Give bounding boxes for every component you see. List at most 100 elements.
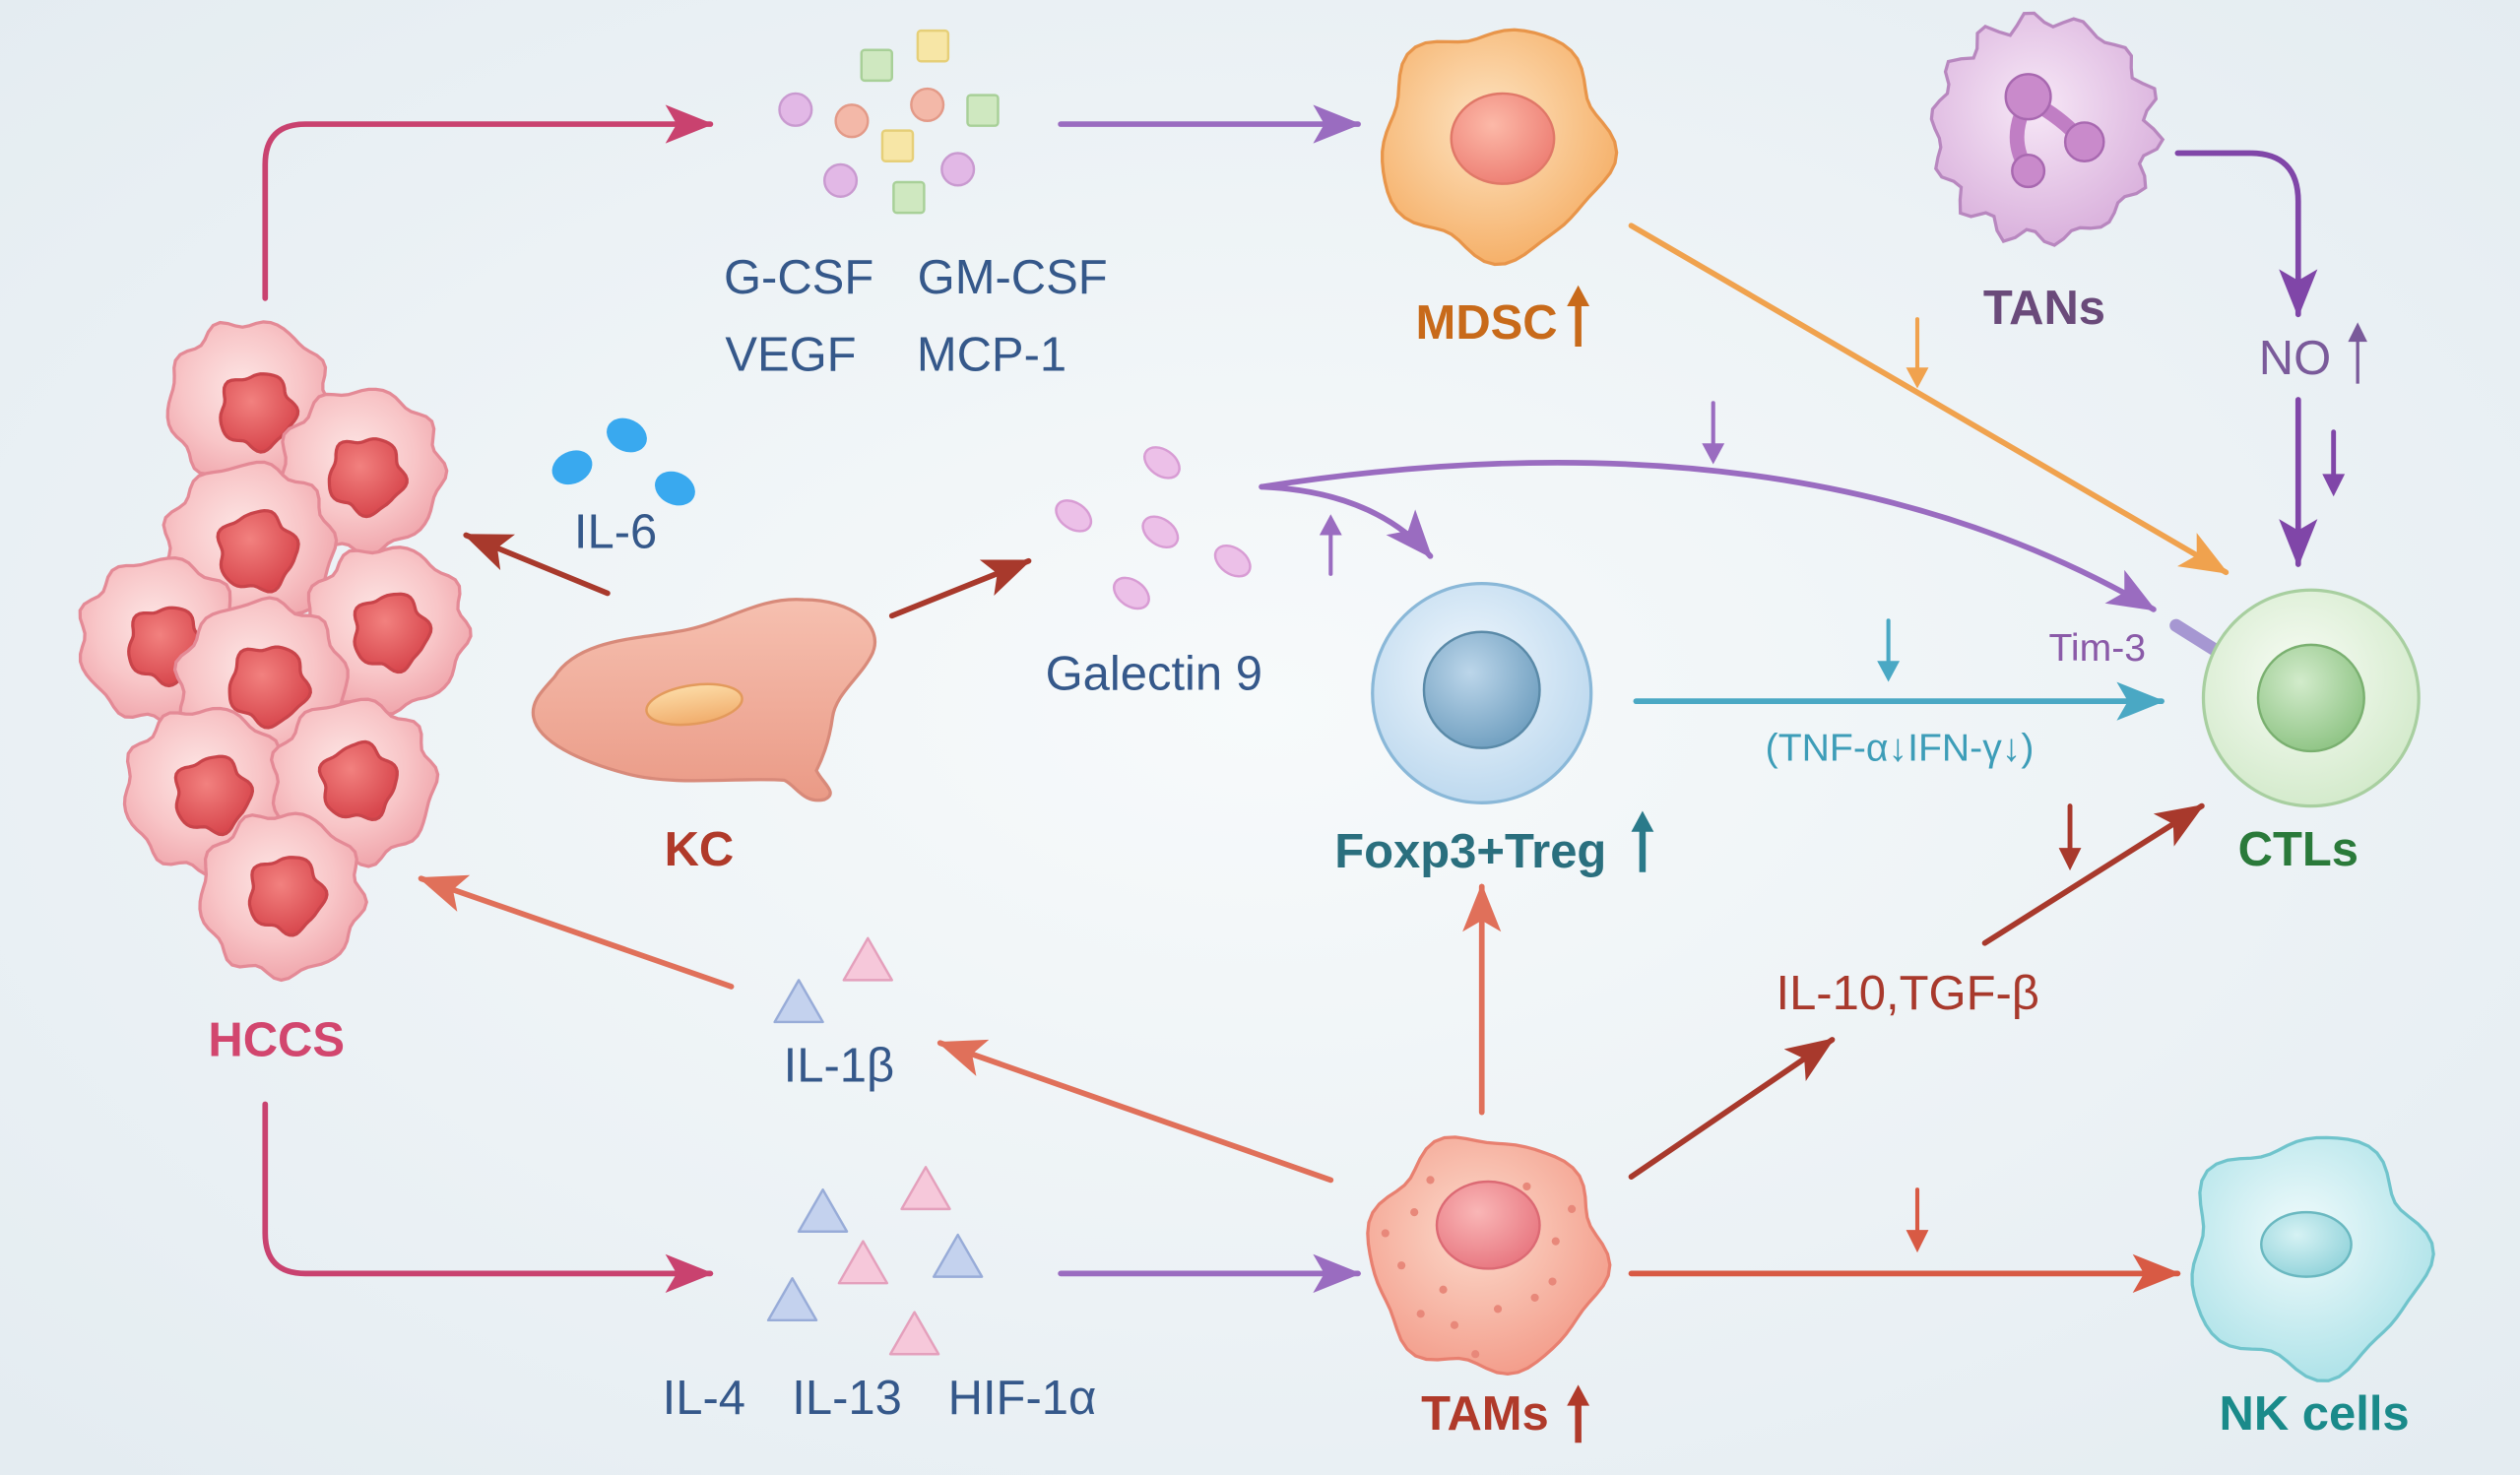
galectin9-particles <box>1055 446 1252 610</box>
il1b-particles <box>773 936 893 1024</box>
up-arrow-icon <box>2348 322 2367 384</box>
tim3-label: Tim-3 <box>2048 626 2146 670</box>
cytokine-triangle-pink <box>837 1240 889 1285</box>
treg-label: Foxp3+Treg <box>1334 825 1606 878</box>
tans-cell <box>1929 11 2165 247</box>
il1b-label: IL-1β <box>784 1039 894 1092</box>
trend-indicators <box>1319 317 2346 1253</box>
hif1a-label: HIF-1α <box>948 1372 1097 1425</box>
tams-cell-nucleus <box>1435 1180 1541 1270</box>
cytokine-square-yellow <box>916 29 950 63</box>
hcc-cell-nucleus <box>173 754 255 837</box>
il10-tgfb-label: IL-10,TGF-β <box>1776 967 2038 1020</box>
cytokine-circle-salmon <box>910 87 945 123</box>
arrow-mdsc-to-ctls <box>1628 223 2229 576</box>
hcc-cell-nucleus <box>216 509 300 594</box>
arrow-tans-to-no <box>2174 150 2318 318</box>
kc-label: KC <box>665 823 735 876</box>
hccs-label: HCCS <box>208 1013 345 1066</box>
tams-label: TAMs <box>1421 1387 1549 1441</box>
down-arrow-icon <box>1877 618 1901 682</box>
gcsf-label: G-CSF <box>724 251 873 304</box>
down-arrow-icon <box>1906 317 1929 389</box>
up-arrow-icon <box>1567 1384 1590 1443</box>
il6-particles <box>551 417 695 506</box>
ctls-label: CTLs <box>2238 823 2358 876</box>
tams-granules <box>1381 1176 1577 1359</box>
arrow-kc-to-galectin <box>888 557 1032 619</box>
nk-label: NK cells <box>2220 1387 2410 1441</box>
tans-label: TANs <box>1983 282 2105 335</box>
tim3-receptor <box>2169 618 2222 657</box>
down-arrow-icon <box>1906 1187 1929 1253</box>
hcc-cell-nucleus <box>317 739 399 821</box>
top-cytokine-particles <box>778 29 1000 215</box>
nk-cell-nucleus <box>2260 1210 2353 1278</box>
mcp1-label: MCP-1 <box>917 328 1066 381</box>
cytokine-circle-purple <box>778 92 813 127</box>
cytokine-circle-salmon <box>834 103 870 139</box>
galectin9-particle <box>1113 576 1150 610</box>
ctls-cell <box>2201 588 2421 808</box>
il6-particle <box>655 471 695 506</box>
cytokine-square-green <box>860 48 893 83</box>
cytokine-square-green <box>966 94 1000 127</box>
kc-cell-nucleus <box>645 682 743 727</box>
il6-particle <box>551 450 593 485</box>
galectin9-particle <box>1213 544 1252 578</box>
cytokine-square-green <box>892 180 926 215</box>
hccs-cluster <box>78 320 473 983</box>
hcc-cell-nucleus <box>247 856 329 937</box>
kc-cell <box>531 598 876 802</box>
galectin9-particle <box>1143 446 1181 480</box>
hcc-cell-nucleus <box>353 592 433 674</box>
cytokine-triangle-pink <box>888 1311 940 1356</box>
up-arrow-icon <box>1567 285 1590 347</box>
il13-label: IL-13 <box>792 1372 902 1425</box>
bottom-cytokine-particles <box>766 1166 984 1356</box>
down-arrow-icon <box>2322 429 2346 497</box>
cytokine-square-yellow <box>880 129 915 162</box>
il1b-triangle-blue <box>773 979 824 1024</box>
no-label: NO <box>2259 332 2331 385</box>
hcc-cell-nucleus <box>219 372 300 454</box>
down-arrow-icon <box>2058 803 2082 871</box>
up-arrow-icon <box>1319 514 1342 576</box>
down-arrow-icon <box>1702 401 1725 465</box>
il4-label: IL-4 <box>663 1372 745 1425</box>
cytokine-circle-purple <box>940 152 976 187</box>
il1b-triangle-pink <box>842 936 893 982</box>
arrow-tams-to-il10 <box>1628 1037 1836 1180</box>
hcc-cell-nucleus <box>327 437 409 519</box>
treg-cell-nucleus <box>1422 630 1541 749</box>
mdsc-label: MDSC <box>1416 296 1558 350</box>
galectin9-label: Galectin 9 <box>1046 648 1262 701</box>
arrow-galectin-to-ctls <box>1259 459 2157 612</box>
cytokine-triangle-blue <box>766 1277 818 1322</box>
arrow-il10-to-ctls <box>1981 802 2205 946</box>
arrow-hccs-to-top-cytokines <box>262 104 714 301</box>
vegf-label: VEGF <box>725 328 856 381</box>
cytokine-circle-purple <box>822 162 859 198</box>
cytokine-triangle-blue <box>932 1233 984 1278</box>
cytokine-triangle-pink <box>900 1166 951 1211</box>
il6-label: IL-6 <box>574 506 657 559</box>
arrow-hccs-to-bottom-cytokines <box>262 1101 714 1294</box>
arrows <box>262 104 2318 1294</box>
mdsc-cell <box>1381 28 1619 267</box>
up-arrow-icon <box>1631 810 1654 872</box>
tans-cell-body <box>1929 11 2165 247</box>
mdsc-cell-nucleus <box>1450 92 1556 185</box>
galectin9-particle <box>1055 499 1093 533</box>
ctls-cell-nucleus <box>2256 643 2365 753</box>
gmcsf-label: GM-CSF <box>918 251 1108 304</box>
arrow-il1b-to-hccs <box>418 874 735 990</box>
il6-particle <box>607 417 647 453</box>
tnf-ifn-label: (TNF-α↓IFN-γ↓) <box>1766 727 2035 770</box>
arrow-galectin-to-treg <box>1259 483 1434 559</box>
galectin9-particle <box>1141 515 1180 549</box>
arrow-kc-to-hccs <box>463 532 611 597</box>
treg-cell <box>1371 582 1593 804</box>
arrow-tams-to-il1b <box>937 1039 1334 1184</box>
